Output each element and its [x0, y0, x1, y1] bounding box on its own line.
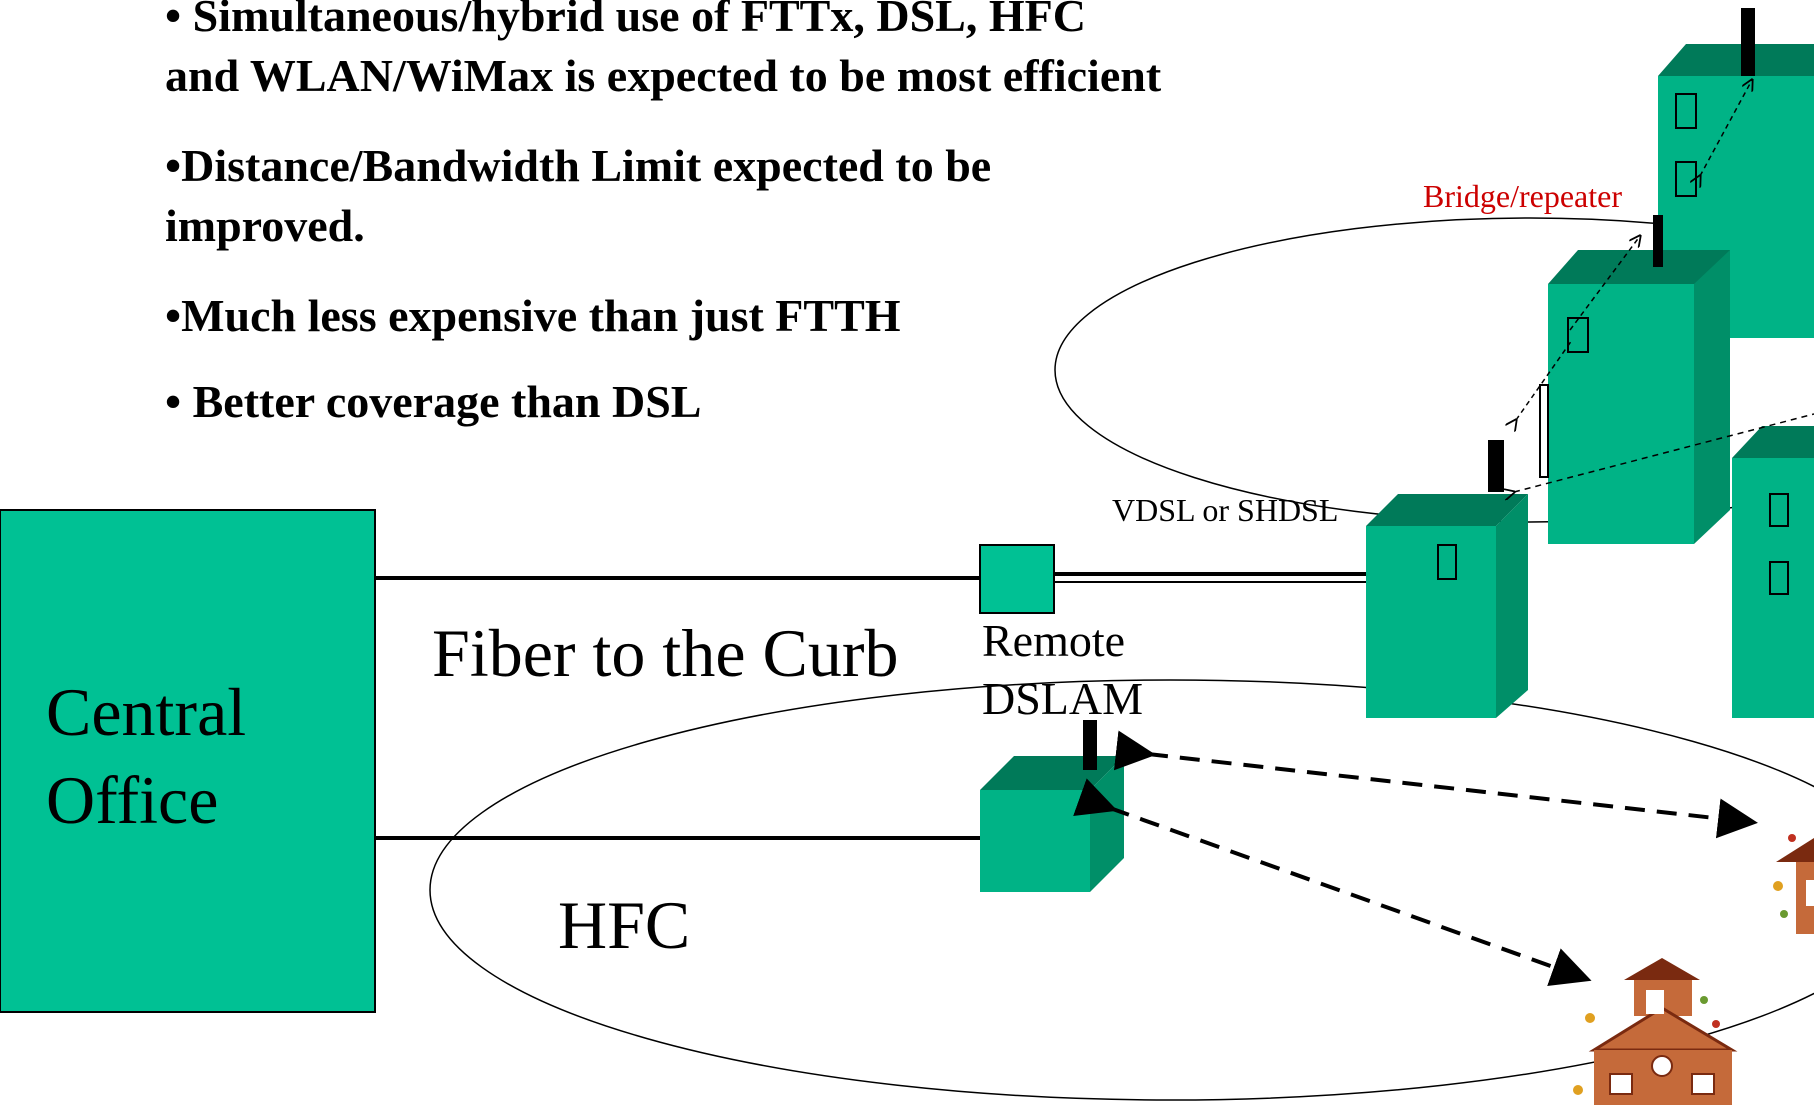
wireless-link-2 [1073, 778, 1592, 987]
school-house-icon [1573, 958, 1738, 1105]
bullet-item: • Simultaneous/hybrid use of FTTx, DSL, … [165, 0, 1162, 101]
central-office-box [0, 509, 376, 1013]
vdsl-coverage-ellipse [1054, 217, 1814, 523]
bullet-item: • Better coverage than DSL [165, 376, 702, 427]
central-office-label: Central Office [46, 674, 247, 838]
hfc-coverage-ellipse [429, 679, 1814, 1101]
bridge-repeater-label: Bridge/repeater [1423, 178, 1622, 214]
bullet-item: •Much less expensive than just FTTH [165, 290, 901, 341]
hfc-label: HFC [558, 887, 691, 963]
fiber-to-curb-label: Fiber to the Curb [432, 615, 899, 691]
bridge-link-1 [1700, 80, 1752, 176]
vdsl-label: VDSL or SHDSL [1112, 492, 1339, 528]
bridge-link-3 [1516, 339, 1573, 420]
building-middle [1539, 215, 1730, 544]
remote-dslam-label: Remote DSLAM [982, 615, 1144, 724]
bullet-list: • Simultaneous/hybrid use of FTTx, DSL, … [165, 0, 1165, 462]
bridge-link-2 [1569, 236, 1640, 331]
remote-dslam-box [979, 544, 1055, 614]
wireless-link-1 [1113, 730, 1758, 839]
building-right [1732, 426, 1814, 718]
bullet-item: •Distance/Bandwidth Limit expected to be… [165, 140, 992, 251]
school-house-icon-right [1773, 834, 1814, 934]
wireless-base-station [980, 720, 1124, 892]
building-front [1366, 440, 1528, 718]
bridge-link-4 [1514, 413, 1814, 492]
